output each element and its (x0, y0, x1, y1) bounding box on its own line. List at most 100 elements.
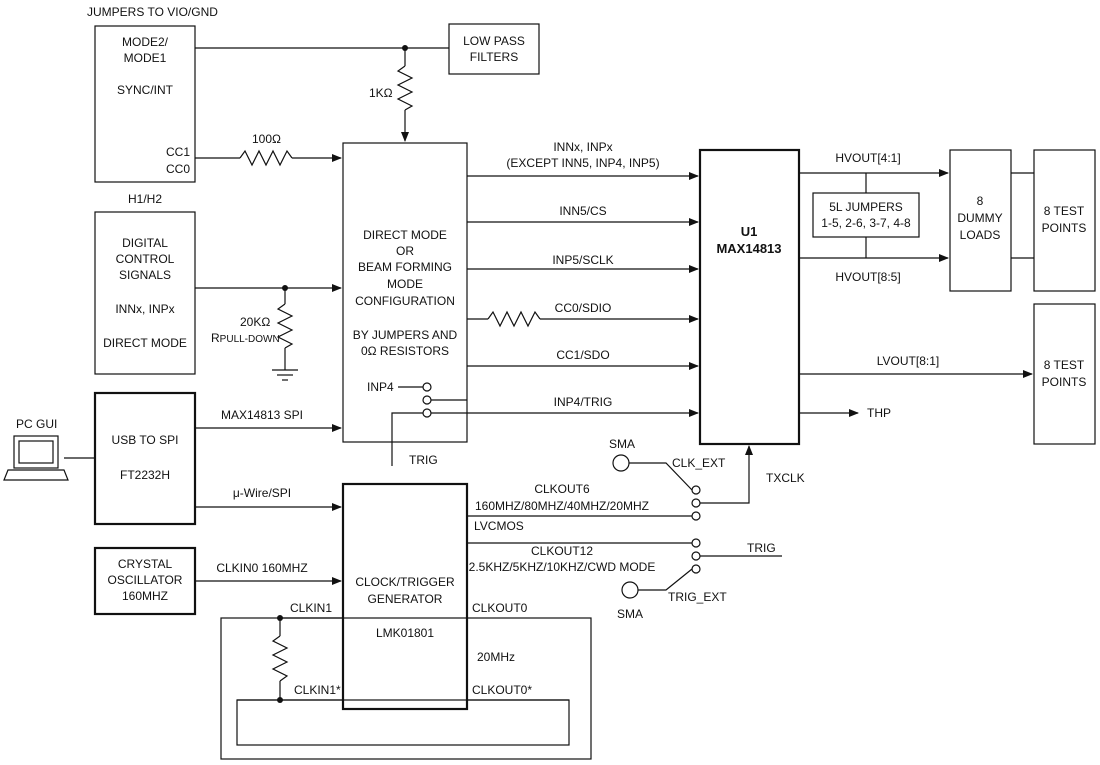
configuration-box (342, 142, 468, 443)
u1-max14813-box (698, 148, 801, 446)
trig-ext-label: TRIG_EXT (668, 590, 727, 604)
trig-ext-wire (638, 568, 693, 591)
r1k-label: 1KΩ (369, 86, 393, 100)
max14813-label: MAX14813 (716, 241, 781, 256)
r20k-resistor (276, 303, 294, 349)
termination-resistor (271, 635, 289, 682)
mode-sync-box (94, 25, 196, 183)
cc1-sdo-label: CC1/SDO (556, 348, 609, 362)
clkout12-label-2: 2.5KHZ/5KHZ/10KHZ/CWD MODE (469, 560, 656, 574)
inp4-jumper-pin-1 (422, 382, 432, 392)
trig-config-wire (391, 412, 423, 466)
clock-line-2: GENERATOR (368, 592, 443, 606)
usb-line-2: FT2232H (120, 468, 170, 482)
clkin-network-inner (236, 699, 570, 746)
digital-line-3: SIGNALS (119, 268, 171, 282)
laptop-icon (3, 435, 69, 481)
txclk-label: TXCLK (766, 471, 805, 485)
h1h2-label: H1/H2 (128, 192, 162, 206)
digital-control-box (94, 211, 196, 375)
clkin1-label: CLKIN1 (290, 601, 332, 615)
u1-label: U1 (741, 224, 758, 239)
clk-ext-wire (629, 462, 693, 491)
rpulldown-sub: PULL-DOWN (220, 334, 280, 345)
trig-jumper-pin-2 (691, 551, 701, 561)
innx-label-2: (EXCEPT INN5, INP4, INP5) (506, 156, 659, 170)
hvout41-label: HVOUT[4:1] (835, 151, 900, 165)
digital-line-2: CONTROL (116, 252, 175, 266)
config-line-3: BEAM FORMING (358, 260, 452, 274)
config-line-6: BY JUMPERS AND (353, 328, 458, 342)
digital-line-1: DIGITAL (122, 236, 168, 250)
inp4-jumper-pin-2 (422, 395, 432, 405)
rpulldown-main: R (211, 331, 220, 345)
dummy-line-1: 8 (977, 194, 984, 208)
trig-jumper-pin-3 (691, 564, 701, 574)
inp5-label: INP5/SCLK (552, 253, 613, 267)
clkout12-label-1: CLKOUT12 (531, 544, 593, 558)
r100-resistor (239, 149, 293, 167)
usb-line-1: USB TO SPI (112, 433, 179, 447)
hvout85-label: HVOUT[8:5] (835, 270, 900, 284)
mode-box-line-3: SYNC/INT (117, 83, 174, 97)
test-points-bottom-line-1: 8 TEST (1044, 358, 1085, 372)
lvcmos-label: LVCMOS (474, 519, 524, 533)
test-points-top-line-2: POINTS (1042, 221, 1087, 235)
config-line-5: CONFIGURATION (355, 294, 455, 308)
clkout6-label-2: 160MHZ/80MHZ/40MHZ/20MHZ (475, 499, 649, 513)
pc-gui-label: PC GUI (16, 417, 57, 431)
clk-ext-label: CLK_EXT (672, 456, 726, 470)
config-line-1: DIRECT MODE (363, 228, 447, 242)
mode-box-line-1: MODE2/ (122, 35, 169, 49)
digital-line-4: INNx, INPx (115, 302, 174, 316)
clkin0-label: CLKIN0 160MHZ (216, 561, 307, 575)
clk-jumper-pin-1 (691, 485, 701, 495)
low-pass-line-1: LOW PASS (463, 34, 525, 48)
cc1-label: CC1 (166, 145, 190, 159)
trig-out-label: TRIG (747, 541, 776, 555)
cc0-sdio-resistor (487, 310, 541, 328)
test-points-box-top (1033, 149, 1096, 292)
test-points-box-bottom (1033, 303, 1096, 445)
clkout6-label-1: CLKOUT6 (534, 482, 590, 496)
crystal-line-2: OSCILLATOR (108, 573, 183, 587)
clkin-network-outer (220, 617, 592, 760)
digital-line-5: DIRECT MODE (103, 336, 187, 350)
5l-jumpers-line-1: 5L JUMPERS (829, 200, 903, 214)
clock-line-1: CLOCK/TRIGGER (355, 575, 455, 589)
clock-line-3: LMK01801 (376, 626, 434, 640)
txclk-wire (700, 445, 753, 504)
clkout0-label: CLKOUT0 (472, 601, 528, 615)
innx-label-1: INNx, INPx (553, 140, 612, 154)
sma-top-connector (612, 454, 630, 472)
config-line-7: 0Ω RESISTORS (361, 344, 449, 358)
dummy-loads-box (949, 149, 1012, 292)
5l-jumpers-line-2: 1-5, 2-6, 3-7, 4-8 (821, 216, 911, 230)
uwire-spi-label: μ-Wire/SPI (233, 486, 291, 500)
lvout-label: LVOUT[8:1] (877, 354, 939, 368)
rpulldown-label: RPULL-DOWN (211, 331, 280, 345)
low-pass-line-2: FILTERS (470, 50, 518, 64)
dummy-line-3: LOADS (960, 228, 1001, 242)
inp4-jumper-pin-3 (422, 408, 432, 418)
r1k-resistor (396, 65, 414, 111)
usb-to-spi-box (93, 391, 197, 526)
clock-generator-box (341, 482, 469, 711)
mhz20-label: 20MHz (477, 650, 515, 664)
config-line-2: OR (396, 244, 414, 258)
sma-bottom-label: SMA (617, 607, 643, 621)
trig-config-label: TRIG (409, 453, 438, 467)
low-pass-filters-box (448, 23, 540, 75)
clk-jumper-pin-2 (691, 498, 701, 508)
config-line-4: MODE (387, 277, 423, 291)
inp4-trig-label: INP4/TRIG (554, 395, 613, 409)
jumpers-vio-gnd-label: JUMPERS TO VIO/GND (87, 5, 218, 19)
dummy-line-2: DUMMY (957, 211, 1002, 225)
cc0-label: CC0 (166, 162, 190, 176)
thp-label: THP (867, 406, 891, 420)
max-spi-label: MAX14813 SPI (221, 408, 303, 422)
r100-label: 100Ω (252, 132, 281, 146)
clkout0n-label: CLKOUT0* (472, 683, 532, 697)
r20k-label: 20KΩ (240, 315, 270, 329)
